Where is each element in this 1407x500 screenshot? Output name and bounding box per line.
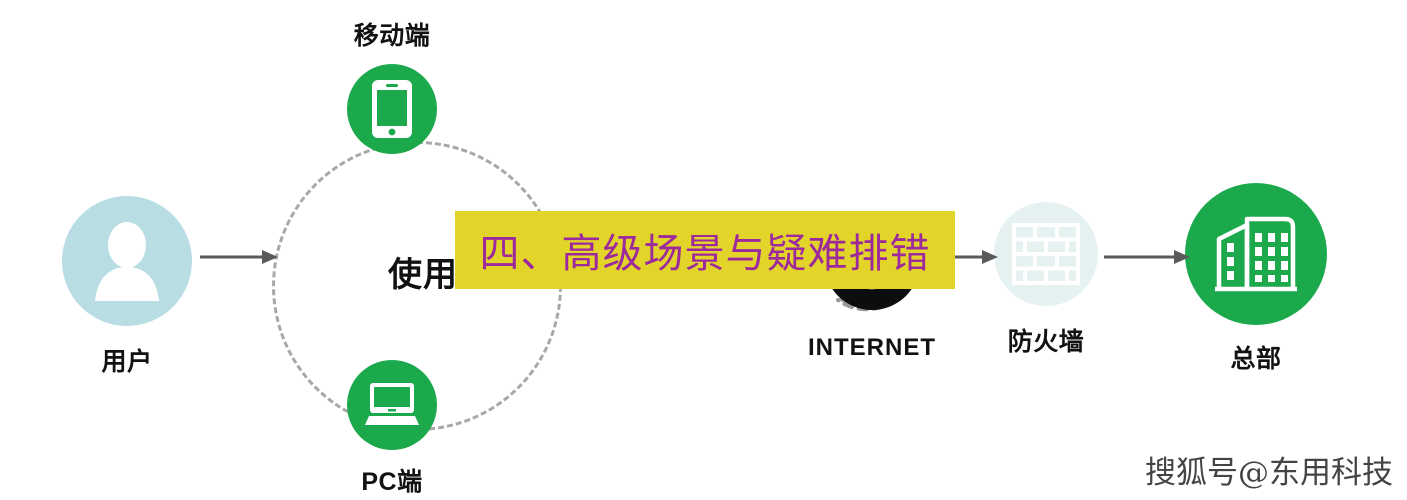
- arrow-user-to-clients: [200, 250, 278, 264]
- firewall-circle: [994, 202, 1098, 306]
- user-avatar-icon: [95, 222, 159, 301]
- title-banner-text: 四、高级场景与疑难排错: [479, 231, 931, 277]
- node-hq-label: 总部: [1230, 345, 1282, 373]
- arrow-firewall-to-hq: [1104, 250, 1190, 264]
- laptop-icon: [365, 383, 419, 425]
- node-mobile-label: 移动端: [353, 22, 431, 50]
- office-building-icon: [1215, 216, 1297, 292]
- node-user: 用户: [62, 196, 192, 378]
- node-hq: 总部: [1185, 183, 1327, 375]
- node-internet-label: INTERNET: [808, 334, 936, 361]
- node-pc-label: PC端: [361, 468, 423, 496]
- user-circle: [62, 196, 192, 326]
- node-firewall-label: 防火墙: [1007, 328, 1085, 356]
- mobile-circle: [347, 64, 437, 154]
- brick-wall-icon: [1012, 223, 1080, 285]
- hq-circle: [1185, 183, 1327, 325]
- smartphone-icon: [372, 80, 412, 138]
- watermark: 搜狐号@东用科技: [1145, 455, 1393, 491]
- node-mobile: 移动端: [347, 16, 437, 154]
- node-user-label: 用户: [101, 348, 153, 376]
- pc-circle: [347, 360, 437, 450]
- node-firewall: 防火墙: [994, 202, 1098, 358]
- title-banner: 四、高级场景与疑难排错: [455, 211, 955, 289]
- center-label: 使用: [388, 256, 458, 294]
- node-pc: PC端: [347, 360, 437, 498]
